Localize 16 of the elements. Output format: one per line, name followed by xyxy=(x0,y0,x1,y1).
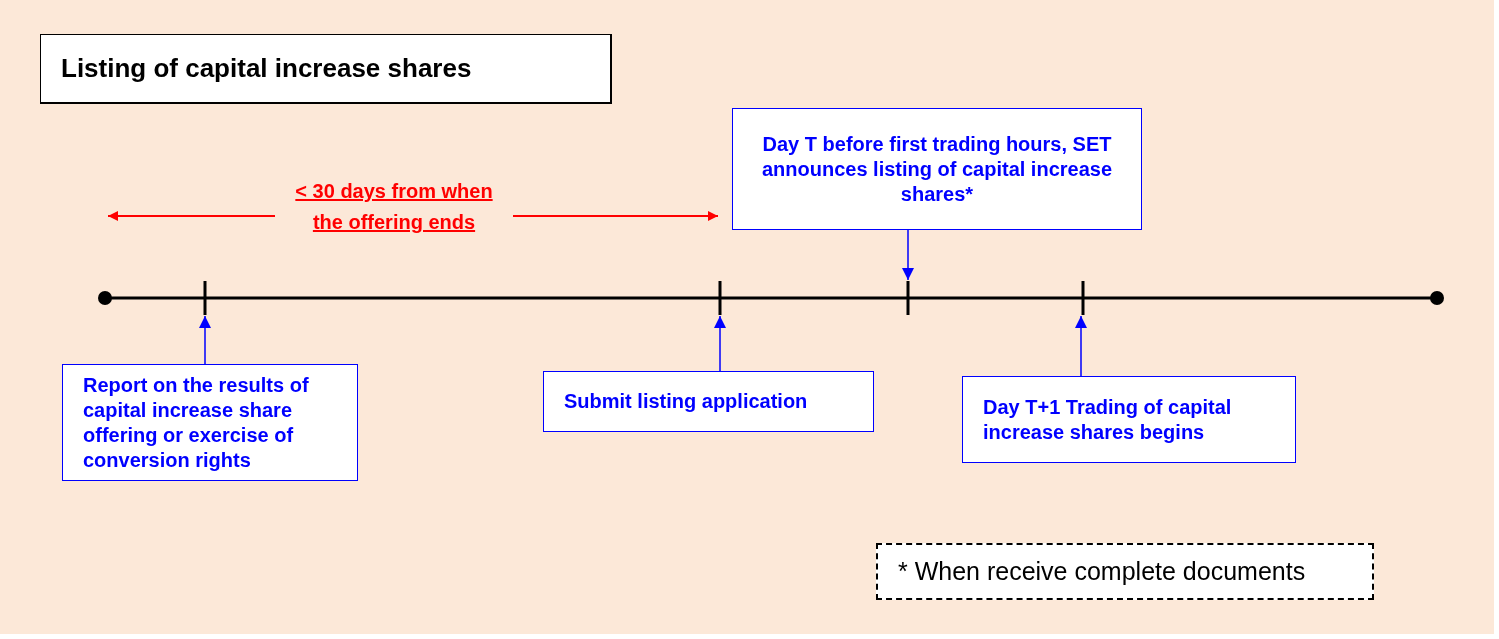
duration-label: < 30 days from when the offering ends xyxy=(294,179,494,235)
event-box xyxy=(62,364,358,481)
event-text: Day T before first trading hours, SET announces listing of capital increase shares* xyxy=(760,131,1114,207)
event-text: Submit listing application xyxy=(564,389,808,414)
event-text: Day T+1 Trading of capital increase shares begins xyxy=(983,394,1233,445)
event-box xyxy=(732,108,1142,230)
footnote-box xyxy=(876,543,1374,600)
event-box xyxy=(962,376,1296,463)
event-text: Report on the results of capital increase share offering or exercise of conversion rights xyxy=(83,372,310,473)
arrow xyxy=(1075,315,1087,377)
title-text: Listing of capital increase shares xyxy=(61,53,472,84)
arrow xyxy=(902,229,914,281)
arrow xyxy=(199,315,211,365)
arrow xyxy=(714,315,726,372)
event-box xyxy=(543,371,874,432)
footnote-text: * When receive complete documents xyxy=(898,555,1306,587)
